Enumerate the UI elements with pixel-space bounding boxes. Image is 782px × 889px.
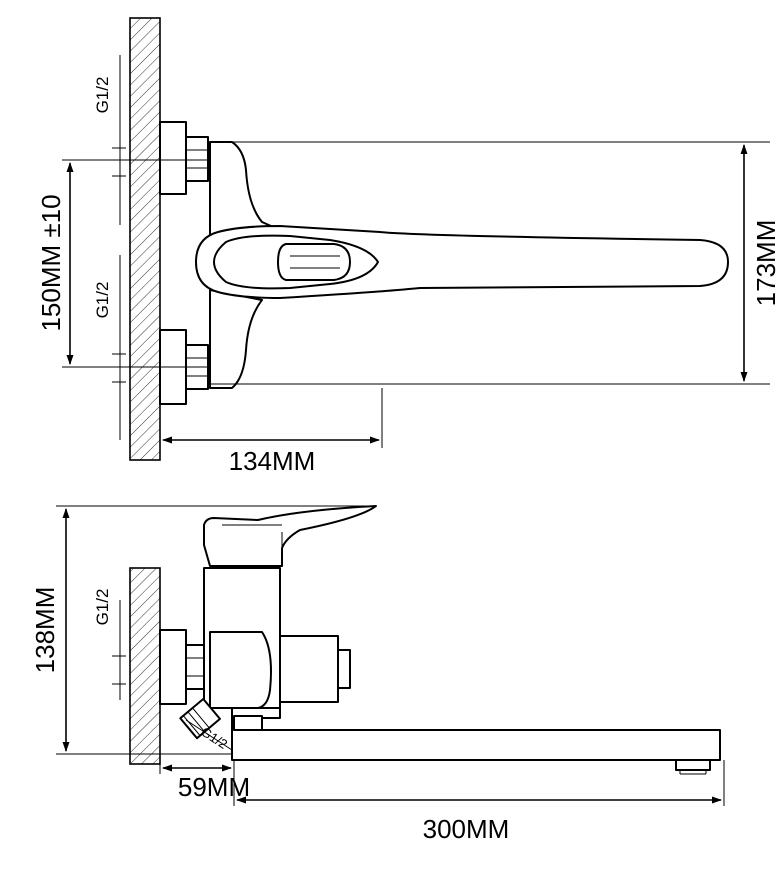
label-thread-upper: G1/2 <box>93 77 112 114</box>
connector-upper <box>159 121 209 195</box>
top-view: 150MM ±10 G1/2 G1/2 173MM 134MM <box>36 17 781 476</box>
side-view: G1/2 G1/2 138MM 59MM 300MM <box>30 505 725 844</box>
label-thread-shower: G1/2 <box>198 724 230 752</box>
label-spout-length: 300MM <box>423 814 510 844</box>
label-thread-side: G1/2 <box>93 589 112 626</box>
label-inlet-spacing: 150MM ±10 <box>36 194 66 331</box>
wall-top-view <box>129 17 161 461</box>
connector-side <box>159 629 209 705</box>
label-thread-lower: G1/2 <box>93 282 112 319</box>
faucet-body-top-view <box>195 141 729 389</box>
label-height-side-view: 138MM <box>30 587 60 674</box>
faucet-body-side-view <box>179 505 721 775</box>
label-wall-offset-top-view: 134MM <box>229 446 316 476</box>
wall-side-view <box>129 567 161 765</box>
label-wall-offset-side-view: 59MM <box>178 772 250 802</box>
label-height-top-view: 173MM <box>751 220 781 307</box>
